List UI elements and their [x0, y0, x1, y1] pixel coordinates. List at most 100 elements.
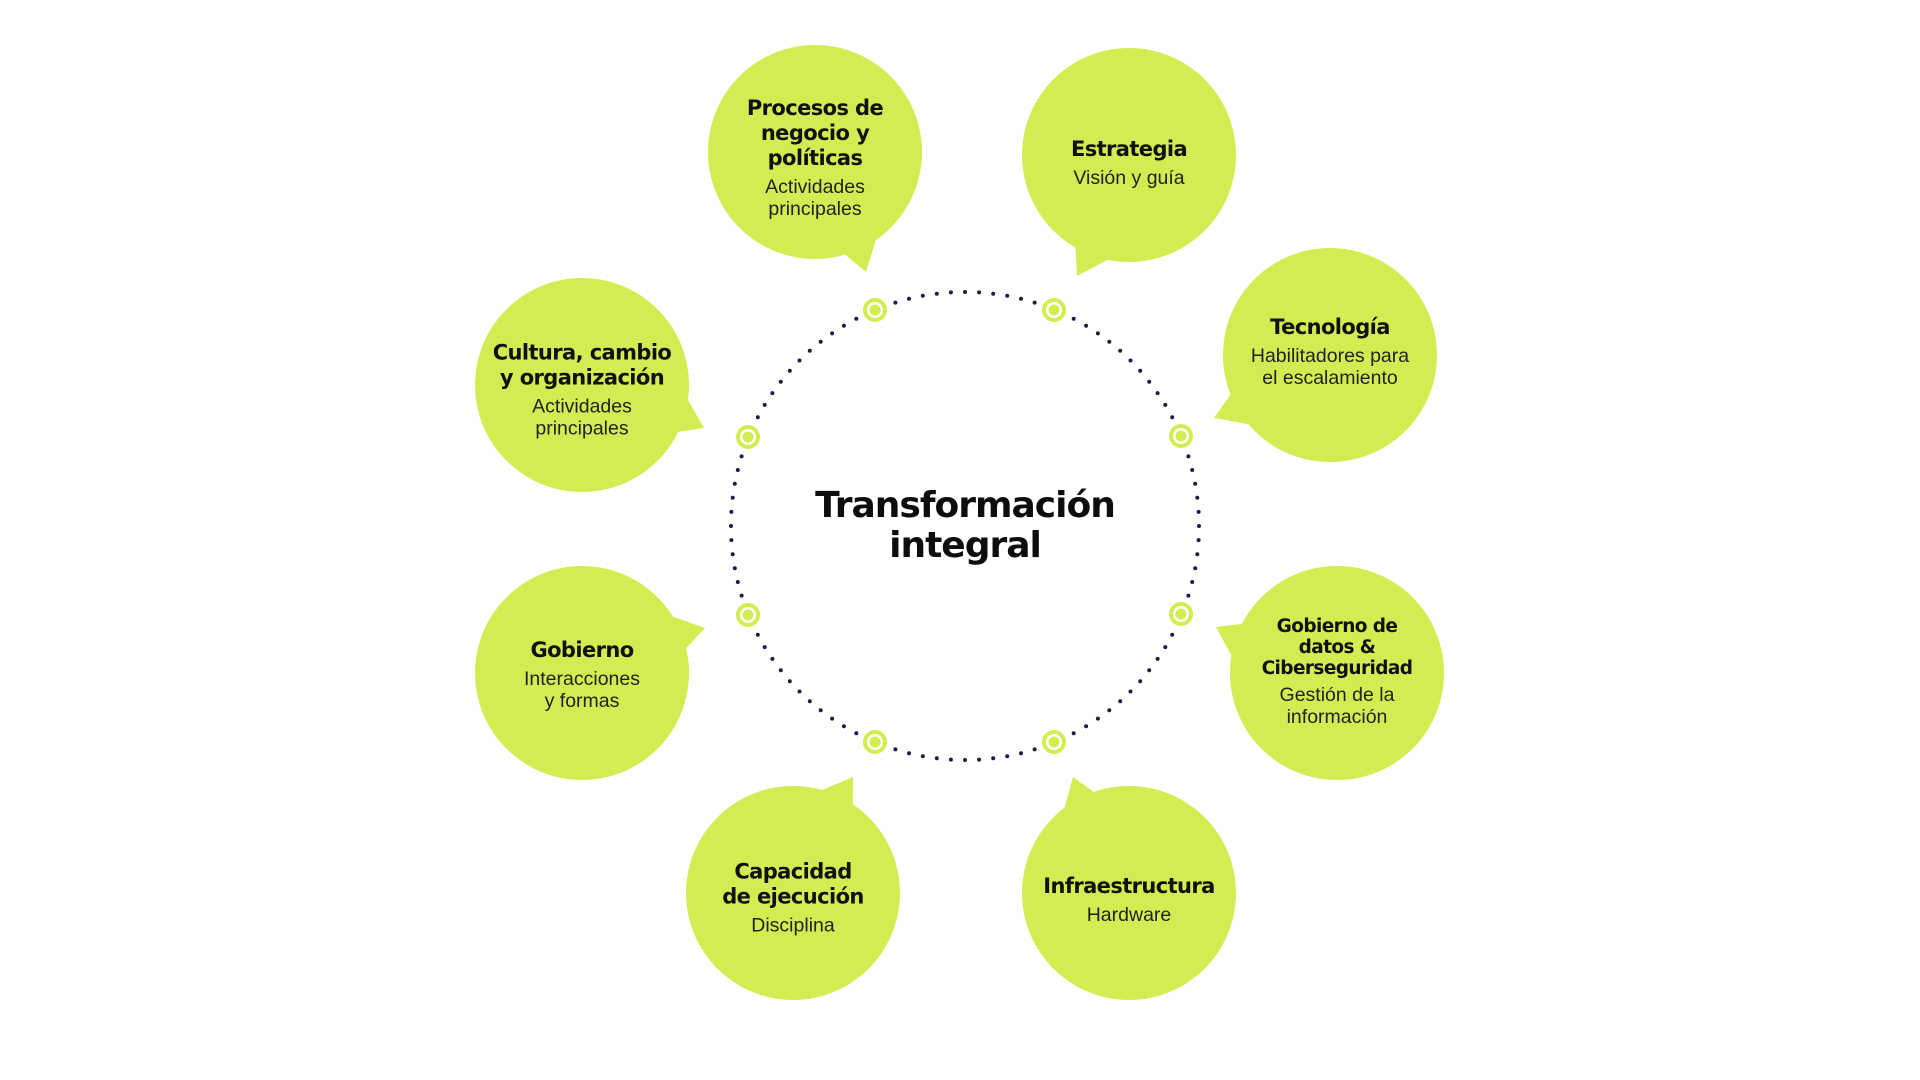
bubble-circle	[475, 278, 689, 492]
ring-dot	[755, 632, 760, 637]
ring-dot	[735, 580, 740, 584]
speech-bubble-shape	[1214, 248, 1437, 462]
ring-dot	[797, 689, 802, 694]
ring-dot	[1084, 724, 1089, 729]
ring-dot	[739, 454, 744, 459]
ring-dot	[934, 291, 939, 296]
ring-dot	[1107, 708, 1112, 713]
ring-dot	[1155, 656, 1160, 661]
ring-node-icon	[734, 601, 762, 629]
ring-dot	[854, 316, 859, 321]
ring-dot	[1138, 368, 1143, 373]
bubble-subtitle: Visión y guía	[1073, 167, 1185, 189]
ring-dot	[893, 300, 898, 305]
bubble-title: Estrategia	[1070, 137, 1188, 161]
ring-dot	[1095, 716, 1100, 721]
ring-dot	[1196, 509, 1201, 514]
ring-dot	[1193, 481, 1198, 486]
ring-dot	[893, 747, 898, 752]
ring-dot	[762, 645, 767, 650]
ring-dot	[787, 679, 792, 684]
ring-dot	[1071, 316, 1076, 321]
bubble-circle	[1230, 566, 1444, 780]
bubble-circle	[686, 786, 900, 1000]
ring-dot	[1128, 358, 1133, 363]
ring-dot	[1170, 632, 1175, 637]
bubble-subtitle: Actividades principales	[765, 176, 865, 220]
speech-bubble-shape	[1022, 48, 1236, 276]
ring-dot	[1107, 339, 1112, 344]
ring-dot	[778, 379, 783, 384]
ring-dot	[1190, 468, 1195, 472]
ring-dot	[730, 495, 735, 500]
ring-dot	[762, 402, 767, 407]
ring-dot	[1138, 679, 1143, 684]
ring-dot	[787, 368, 792, 373]
ring-dot	[1190, 580, 1195, 584]
ring-dot	[948, 757, 953, 762]
ring-dot	[907, 751, 911, 756]
ring-dot	[1032, 747, 1037, 752]
ring-dot	[1147, 379, 1152, 384]
ring-dot	[1197, 524, 1201, 528]
ring-dot	[991, 756, 996, 761]
bubble-circle	[1022, 48, 1236, 262]
ring-dot	[1128, 689, 1133, 694]
bubble-gobierno: Gobierno Interacciones y formas	[487, 638, 677, 712]
center-title: Transformación integral	[815, 485, 1116, 566]
bubble-circle	[1022, 786, 1236, 1000]
ring-dot	[1186, 454, 1191, 459]
ring-dot	[1019, 751, 1023, 756]
speech-bubble-shape	[475, 566, 705, 780]
bubble-title: Infraestructura	[1043, 874, 1215, 898]
ring-dot	[732, 481, 737, 486]
ring-dot	[841, 323, 846, 328]
ring-dot	[1005, 293, 1010, 298]
ring-dot	[739, 593, 744, 598]
bubble-cultura: Cultura, cambio y organización Actividad…	[487, 341, 677, 440]
ring-dot	[818, 708, 823, 713]
ring-dot	[1032, 300, 1037, 305]
bubble-subtitle: Actividades principales	[532, 395, 632, 440]
ring-node-icon	[1040, 728, 1068, 756]
bubble-procesos: Procesos de negocio y políticas Activida…	[720, 96, 910, 220]
ring-dot	[735, 468, 740, 472]
ring-dot	[841, 724, 846, 729]
ring-dot	[778, 668, 783, 673]
bubble-gobierno-datos: Gobierno de datos & Ciberseguridad Gesti…	[1242, 616, 1432, 728]
ring-dot	[963, 758, 967, 762]
ring-dot	[770, 656, 775, 661]
ring-dot	[1163, 402, 1168, 407]
ring-dot	[729, 524, 733, 528]
bubble-title: Gobierno	[530, 638, 634, 662]
ring-dot	[854, 731, 859, 736]
ring-dot	[1170, 415, 1175, 420]
bubble-subtitle: Interacciones y formas	[524, 668, 640, 712]
ring-dot	[920, 754, 925, 759]
bubble-circle	[475, 566, 689, 780]
ring-dot	[1155, 391, 1160, 396]
bubble-estrategia: Estrategia Visión y guía	[1034, 137, 1224, 189]
ring-dot	[1118, 348, 1123, 353]
ring-dot	[1084, 323, 1089, 328]
ring-dot	[963, 290, 967, 294]
ring-dot	[934, 756, 939, 761]
bubble-title: Capacidad de ejecución	[722, 859, 864, 909]
ring-dot	[1118, 699, 1123, 704]
ring-dot	[818, 339, 823, 344]
ring-dot	[807, 699, 812, 704]
ring-dot	[1147, 668, 1152, 673]
ring-dot	[1195, 552, 1200, 557]
ring-node-icon	[861, 728, 889, 756]
bubble-subtitle: Hardware	[1086, 904, 1172, 926]
bubble-tecnologia: Tecnología Habilitadores para el escalam…	[1235, 315, 1425, 389]
bubble-infraestructura: Infraestructura Hardware	[1034, 874, 1224, 926]
ring-dot	[730, 552, 735, 557]
ring-dot	[977, 757, 982, 762]
ring-dot	[1163, 645, 1168, 650]
ring-node-icon	[1040, 296, 1068, 324]
bubble-circle	[1223, 248, 1437, 462]
speech-bubble-shape	[475, 278, 704, 492]
ring-dot	[729, 538, 734, 543]
